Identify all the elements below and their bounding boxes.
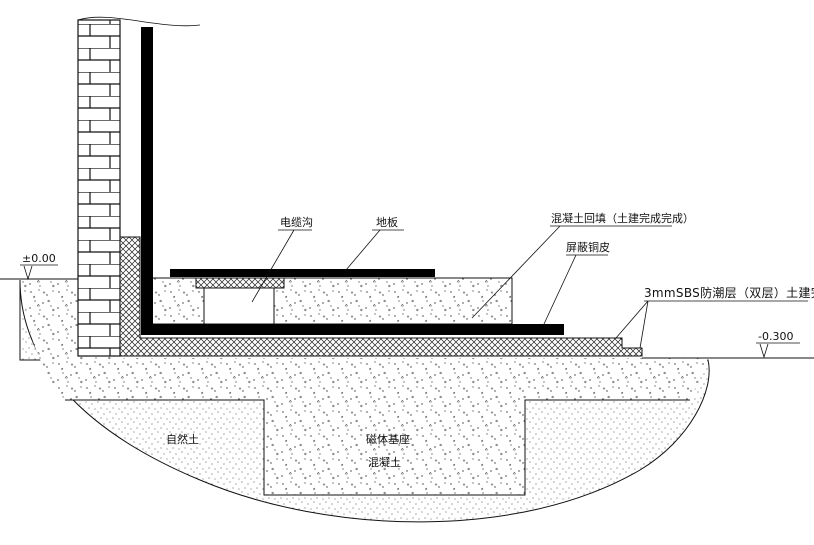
foundation-label-line2: 混凝土 xyxy=(368,455,401,469)
shielding-copper xyxy=(141,27,564,335)
sbs-waterproof-layer xyxy=(119,236,643,357)
elevation-bottom-label: -0.300 xyxy=(758,330,793,343)
elevation-marker-top: ±0.00 xyxy=(20,252,58,281)
label-sbs-layer: 3mmSBS防潮层（双层）土建完成 xyxy=(615,285,814,349)
label-concrete-backfill: 混凝土回填（土建完成完成） xyxy=(471,211,694,319)
concrete-backfill-label: 混凝土回填（土建完成完成） xyxy=(551,211,694,225)
elevation-marker-bottom: -0.300 xyxy=(756,330,800,359)
label-shielding-copper: 屏蔽铜皮 xyxy=(543,240,610,325)
sbs-layer-label: 3mmSBS防潮层（双层）土建完成 xyxy=(644,285,814,300)
floor-plate xyxy=(170,269,435,277)
natural-soil-label: 自然土 xyxy=(166,432,199,446)
floor-label: 地板 xyxy=(376,215,398,229)
shielding-copper-label: 屏蔽铜皮 xyxy=(566,240,610,254)
elevation-top-label: ±0.00 xyxy=(22,252,56,265)
cable-trench-label: 电缆沟 xyxy=(280,216,313,229)
label-cable-trench: 电缆沟 xyxy=(251,216,313,303)
cable-trench xyxy=(195,277,285,325)
foundation-label-line1: 磁体基座 xyxy=(366,432,410,446)
concrete-base-band xyxy=(22,280,708,496)
brick-wall xyxy=(77,16,201,357)
label-floor: 地板 xyxy=(345,215,404,271)
